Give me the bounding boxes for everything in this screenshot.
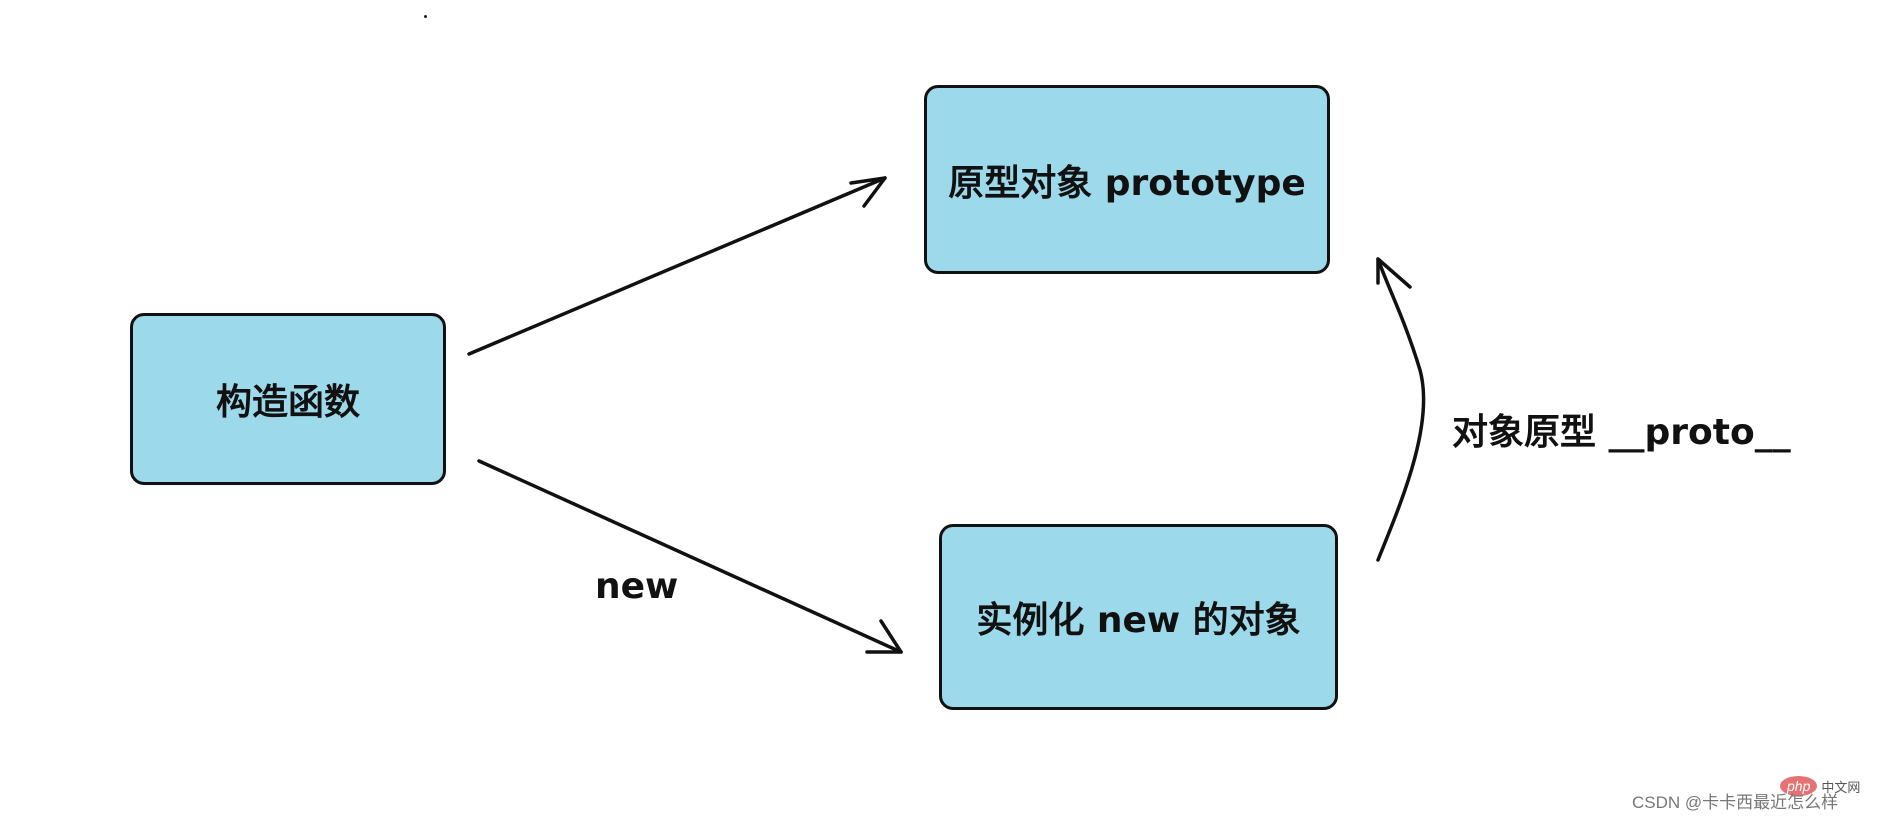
constructor-node: 构造函数 bbox=[130, 313, 446, 485]
prototype-node: 原型对象 prototype bbox=[924, 85, 1330, 274]
instance-node: 实例化 new 的对象 bbox=[939, 524, 1338, 710]
arrow-constructor-to-prototype bbox=[467, 176, 887, 356]
edge-label-new: new bbox=[595, 566, 679, 607]
php-logo-badge: php bbox=[1780, 776, 1818, 796]
watermark: CSDN @卡卡西最近怎么样 bbox=[1632, 793, 1839, 812]
constructor-node-label: 构造函数 bbox=[215, 382, 360, 423]
php-logo: php 中文网 bbox=[1780, 776, 1860, 796]
prototype-node-label: 原型对象 prototype bbox=[948, 162, 1306, 204]
php-logo-text: 中文网 bbox=[1821, 779, 1861, 795]
arrow-instance-to-prototype bbox=[1376, 257, 1426, 562]
stray-dot bbox=[424, 15, 427, 18]
instance-node-label: 实例化 new 的对象 bbox=[976, 600, 1301, 641]
edge-label-proto: 对象原型 __proto__ bbox=[1452, 412, 1791, 453]
arrow-constructor-to-instance bbox=[477, 459, 903, 654]
